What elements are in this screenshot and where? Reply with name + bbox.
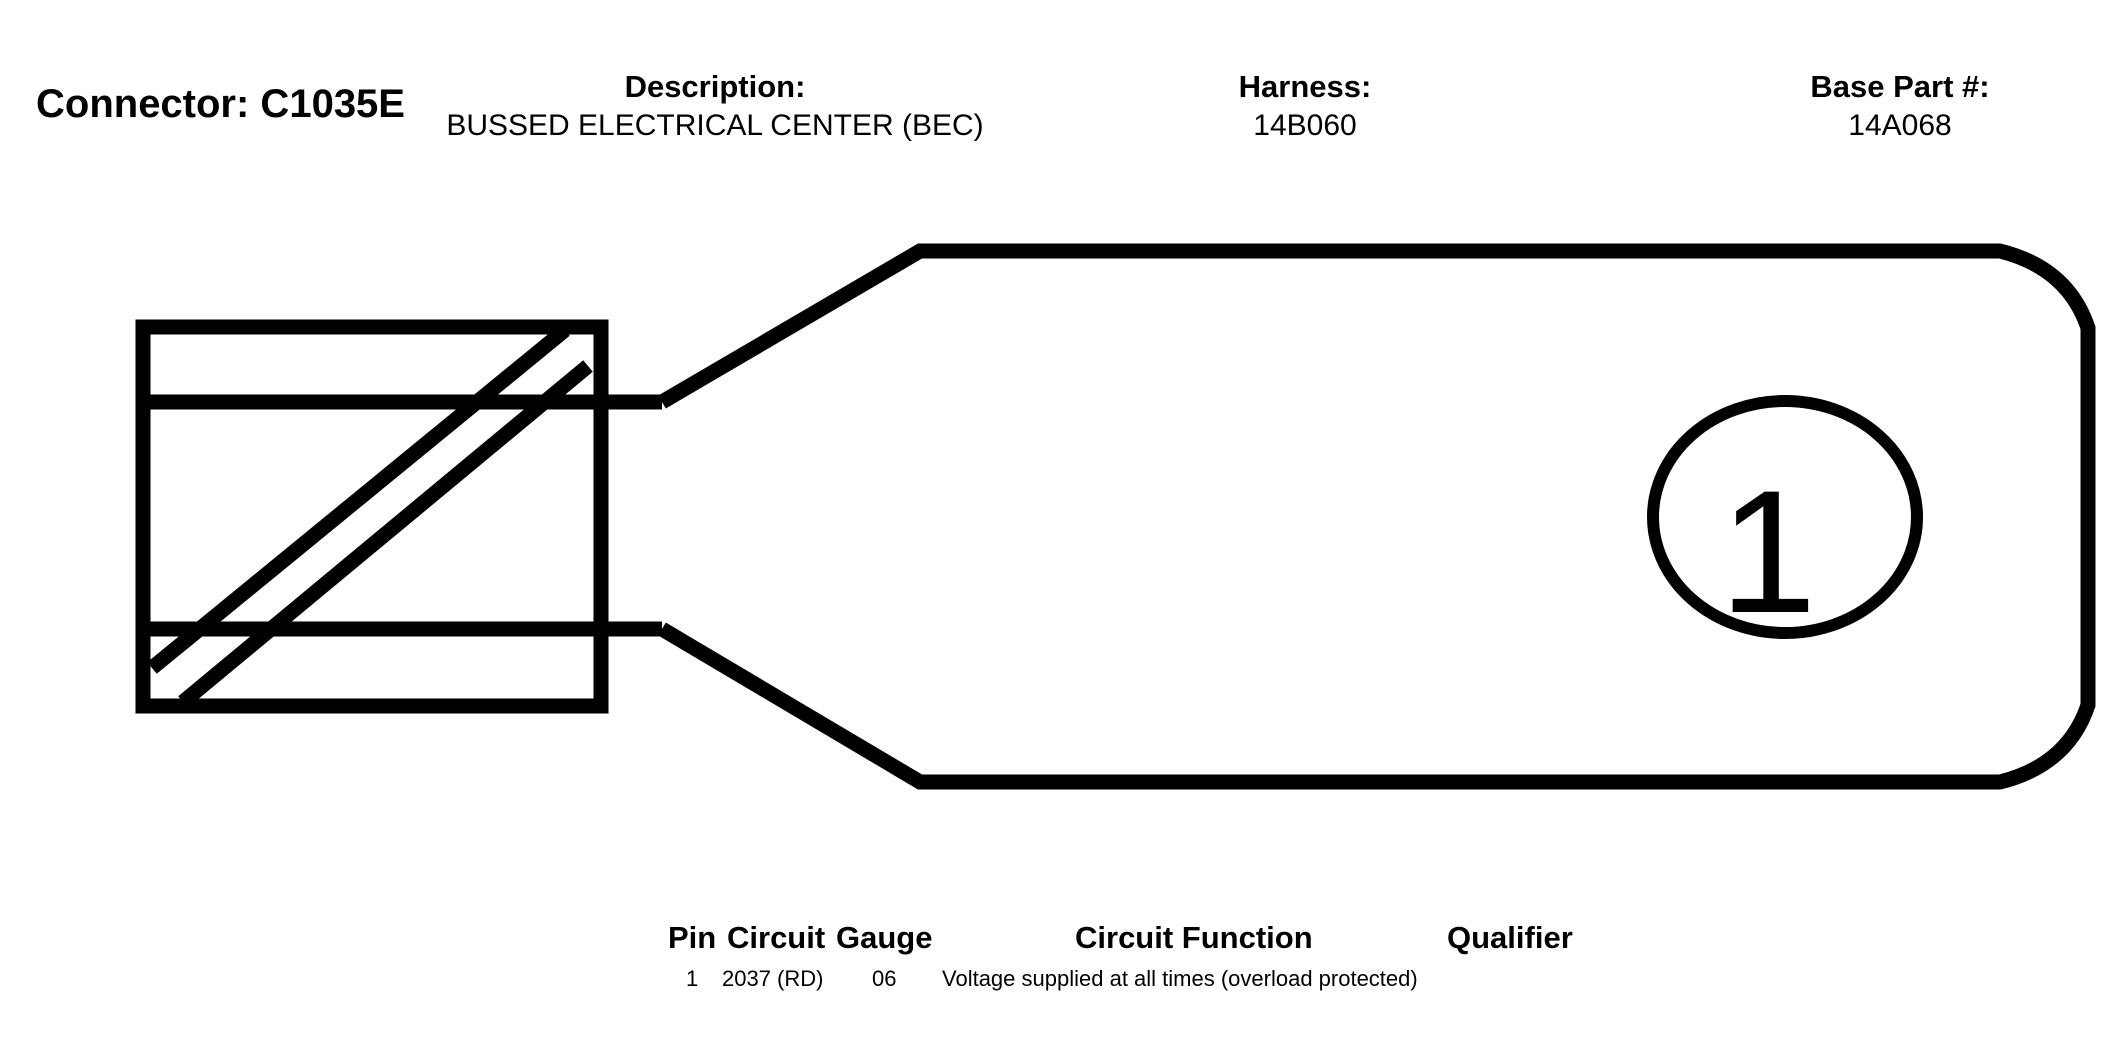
harness-value: 14B060 — [1253, 109, 1357, 143]
terminal-outline — [658, 243, 2096, 790]
base-part-field: Base Part #: 14A068 — [1790, 68, 2010, 147]
base-part-value: 14A068 — [1848, 109, 1952, 143]
pin-callout-circle — [1647, 395, 1923, 639]
pin-callout-number: 1 — [1719, 455, 1816, 650]
hatch-line-1 — [147, 324, 570, 674]
hatch-line-2 — [178, 360, 593, 708]
retainer-box — [135, 319, 609, 714]
description-field: Description: BUSSED ELECTRICAL CENTER (B… — [440, 68, 990, 147]
harness-label: Harness: — [1238, 69, 1372, 104]
harness-field: Harness: 14B060 — [1205, 68, 1405, 147]
description-value: BUSSED ELECTRICAL CENTER (BEC) — [446, 109, 984, 143]
description-label: Description: — [624, 69, 806, 104]
connector-title: Connector: C1035E — [36, 82, 405, 126]
base-part-label: Base Part #: — [1810, 69, 1990, 104]
